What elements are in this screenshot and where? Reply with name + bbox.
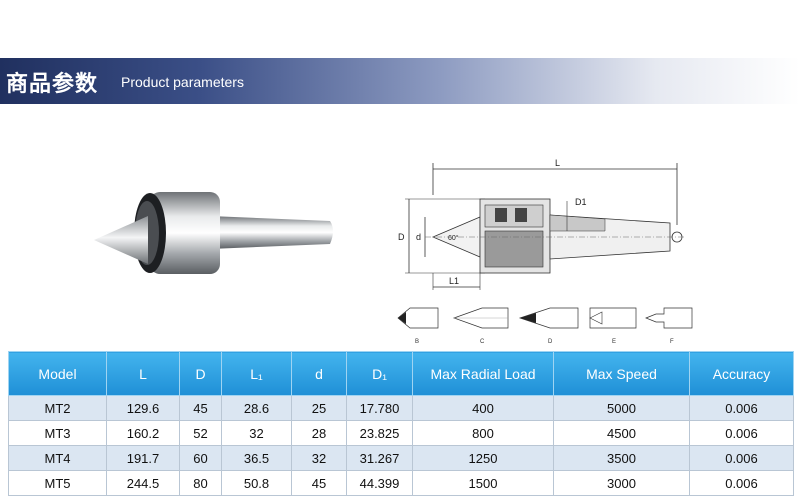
tip-f: F: [645, 307, 693, 345]
technical-drawing: L D d 60° D1 L1: [398, 158, 685, 290]
cell-accuracy: 0.006: [689, 470, 794, 496]
column-header-d-outer: D: [179, 351, 222, 396]
cell-accuracy: 0.006: [689, 395, 794, 421]
dim-L1: L1: [449, 276, 459, 286]
cell-l: 129.6: [106, 395, 180, 421]
section-subtitle: Product parameters: [121, 74, 244, 90]
cell-max-radial-load: 1250: [412, 445, 554, 471]
cell-d-inner: 45: [291, 470, 347, 496]
cell-model: MT3: [8, 420, 107, 446]
table-row: MT4 191.7 60 36.5 32 31.267 1250 3500 0.…: [8, 445, 794, 471]
column-header-l: L: [106, 351, 180, 396]
column-header-max-radial-load: Max Radial Load: [412, 351, 554, 396]
table-row: MT3 160.2 52 32 28 23.825 800 4500 0.006: [8, 420, 794, 446]
tip-b: B: [397, 307, 439, 345]
cell-d1: 17.780: [346, 395, 413, 421]
table-row: MT2 129.6 45 28.6 25 17.780 400 5000 0.0…: [8, 395, 794, 421]
cell-max-speed: 3000: [553, 470, 690, 496]
cell-d1: 23.825: [346, 420, 413, 446]
parameters-table: Model L D L₁ d D₁ Max Radial Load Max Sp…: [8, 351, 794, 496]
column-header-l1: L₁: [221, 351, 292, 396]
cell-model: MT2: [8, 395, 107, 421]
cell-d-inner: 32: [291, 445, 347, 471]
tip-label-c: C: [480, 339, 485, 345]
cell-l1: 36.5: [221, 445, 292, 471]
cell-max-radial-load: 400: [412, 395, 554, 421]
table-header-row: Model L D L₁ d D₁ Max Radial Load Max Sp…: [8, 351, 794, 396]
column-header-max-speed: Max Speed: [553, 351, 690, 396]
dim-d: d: [416, 232, 421, 242]
column-header-accuracy: Accuracy: [689, 351, 794, 396]
tip-variants: B C D E F: [397, 307, 693, 345]
tip-d: D: [518, 307, 579, 345]
tip-c: C: [452, 307, 509, 345]
cell-max-radial-load: 1500: [412, 470, 554, 496]
cell-l: 191.7: [106, 445, 180, 471]
column-header-model: Model: [8, 351, 107, 396]
cell-max-speed: 4500: [553, 420, 690, 446]
cell-max-speed: 3500: [553, 445, 690, 471]
dim-D1: D1: [575, 197, 587, 207]
cell-d-outer: 80: [179, 470, 222, 496]
section-title: 商品参数: [6, 72, 99, 97]
cell-d-inner: 25: [291, 395, 347, 421]
cell-l: 244.5: [106, 470, 180, 496]
cell-d1: 44.399: [346, 470, 413, 496]
dim-L: L: [555, 158, 560, 168]
dim-D: D: [398, 232, 405, 242]
cell-model: MT5: [8, 470, 107, 496]
section-header-band: [0, 58, 800, 104]
cell-d-outer: 45: [179, 395, 222, 421]
table-row: MT5 244.5 80 50.8 45 44.399 1500 3000 0.…: [8, 470, 794, 496]
cell-model: MT4: [8, 445, 107, 471]
cell-max-radial-load: 800: [412, 420, 554, 446]
cell-d-inner: 28: [291, 420, 347, 446]
column-header-d1: D₁: [346, 351, 413, 396]
cell-d-outer: 52: [179, 420, 222, 446]
tip-e: E: [589, 307, 637, 345]
tip-label-d: D: [548, 339, 553, 345]
cell-l: 160.2: [106, 420, 180, 446]
cell-max-speed: 5000: [553, 395, 690, 421]
live-center-photo: [94, 192, 333, 274]
tip-label-f: F: [670, 339, 674, 345]
cell-d1: 31.267: [346, 445, 413, 471]
cell-l1: 50.8: [221, 470, 292, 496]
cell-accuracy: 0.006: [689, 445, 794, 471]
cell-l1: 28.6: [221, 395, 292, 421]
dim-angle: 60°: [448, 234, 459, 242]
tip-label-b: B: [415, 339, 419, 345]
column-header-d-inner: d: [291, 351, 347, 396]
tip-label-e: E: [612, 339, 616, 345]
cell-d-outer: 60: [179, 445, 222, 471]
cell-l1: 32: [221, 420, 292, 446]
cell-accuracy: 0.006: [689, 420, 794, 446]
